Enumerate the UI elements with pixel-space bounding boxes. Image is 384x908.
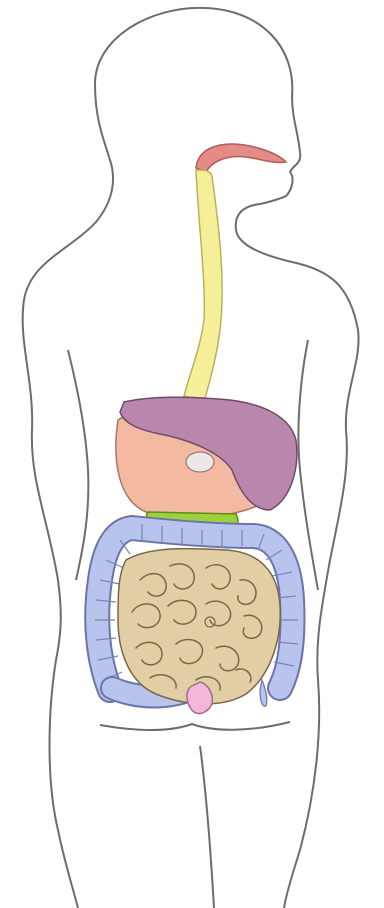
right-arm-line <box>298 340 318 590</box>
mouth-organ <box>196 144 286 172</box>
left-arm-line <box>68 350 88 580</box>
buttock-line <box>100 722 290 730</box>
appendix-organ <box>260 680 267 706</box>
gallbladder-organ <box>186 452 214 472</box>
small-intestine-organ <box>118 549 280 704</box>
leg-divider <box>200 746 214 908</box>
body-outline-left <box>23 84 113 908</box>
esophagus-organ <box>184 170 222 402</box>
